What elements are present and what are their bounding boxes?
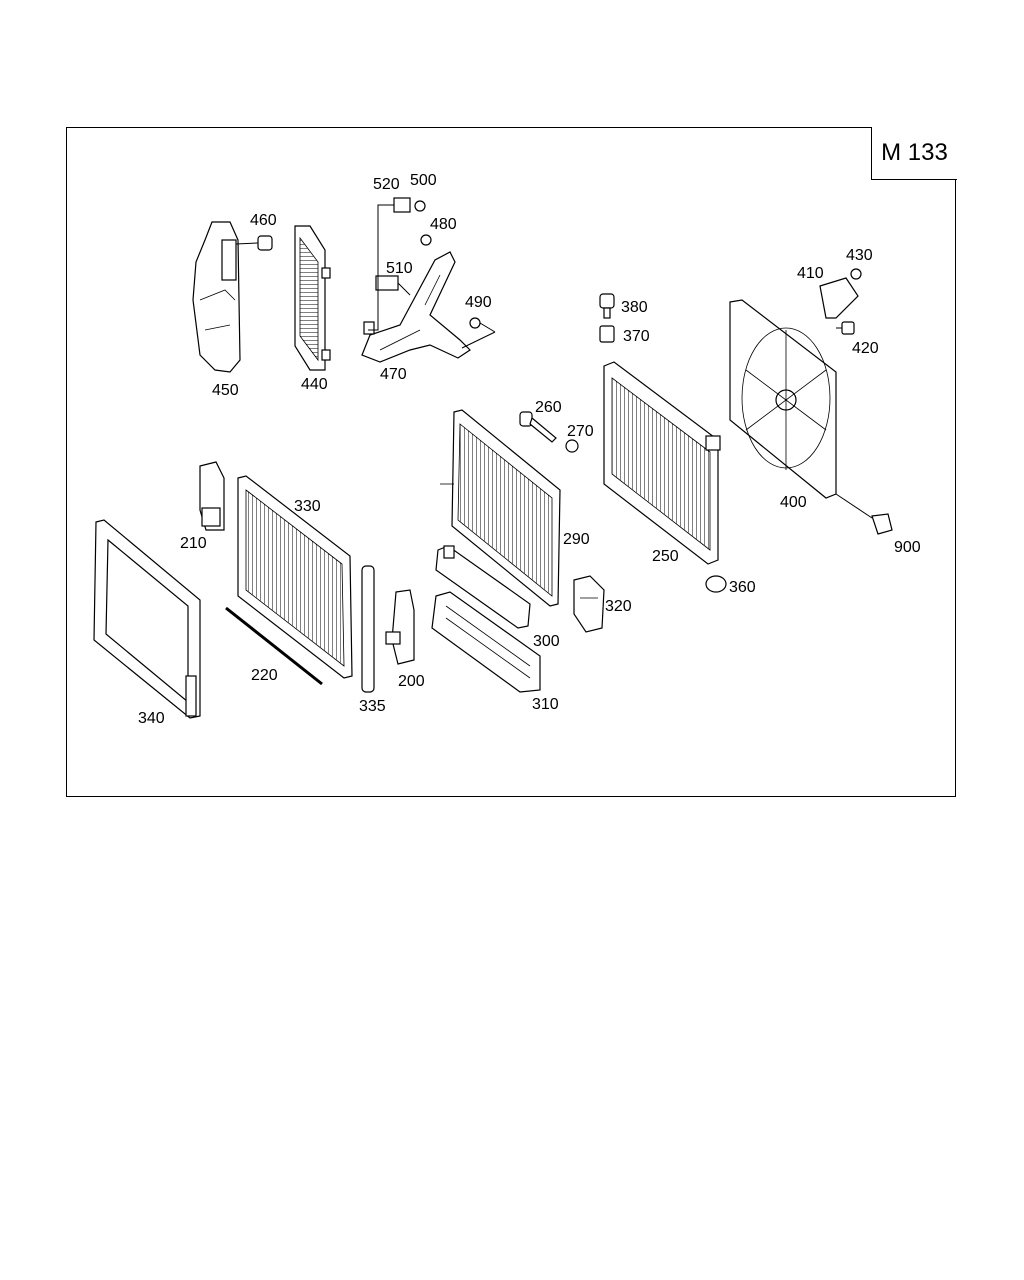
part-300-cooler — [435, 545, 531, 629]
part-270-washer — [565, 439, 579, 453]
part-440-cooler — [294, 225, 331, 371]
callout-340: 340 — [138, 710, 165, 727]
callout-480: 480 — [430, 216, 457, 233]
callout-470: 470 — [380, 366, 407, 383]
part-335-tube — [361, 565, 375, 693]
callout-290: 290 — [563, 531, 590, 548]
part-470-bracket — [361, 251, 471, 363]
part-420-bolt — [836, 321, 855, 335]
part-450-expansion-tank — [192, 221, 241, 373]
callout-490: 490 — [465, 294, 492, 311]
callout-220: 220 — [251, 667, 278, 684]
part-510-sensor — [375, 275, 411, 296]
callout-460: 460 — [250, 212, 277, 229]
callout-380: 380 — [621, 299, 648, 316]
part-520-500-fasteners — [368, 197, 426, 331]
part-200-duct — [385, 589, 415, 665]
part-330-condenser — [237, 475, 353, 679]
callout-450: 450 — [212, 382, 239, 399]
diagram-frame — [66, 127, 956, 797]
callout-360: 360 — [729, 579, 756, 596]
callout-330: 330 — [294, 498, 321, 515]
callout-260: 260 — [535, 399, 562, 416]
section-code: M 133 — [871, 127, 957, 180]
callout-200: 200 — [398, 673, 425, 690]
callout-250: 250 — [652, 548, 679, 565]
callout-420: 420 — [852, 340, 879, 357]
callout-410: 410 — [797, 265, 824, 282]
part-290-radiator — [440, 409, 561, 607]
callout-300: 300 — [533, 633, 560, 650]
part-400-fan-shroud — [729, 299, 837, 499]
callout-310: 310 — [532, 696, 559, 713]
part-220-strip — [225, 606, 323, 686]
part-250-radiator — [603, 361, 721, 565]
part-310-shroud — [431, 591, 541, 693]
part-430-ring — [850, 268, 862, 280]
part-900-label — [835, 493, 893, 535]
part-490-screw — [461, 317, 496, 349]
part-340-frame — [93, 519, 201, 719]
callout-335: 335 — [359, 698, 386, 715]
callout-520: 520 — [373, 176, 400, 193]
callout-500: 500 — [410, 172, 437, 189]
callout-320: 320 — [605, 598, 632, 615]
part-260-filler-neck — [519, 411, 557, 443]
callout-440: 440 — [301, 376, 328, 393]
callout-400: 400 — [780, 494, 807, 511]
part-370-mount — [599, 325, 615, 343]
part-210-duct — [199, 461, 225, 531]
part-360-grommet — [705, 575, 727, 593]
callout-210: 210 — [180, 535, 207, 552]
callout-430: 430 — [846, 247, 873, 264]
part-410-bracket — [819, 277, 859, 319]
callout-270: 270 — [567, 423, 594, 440]
part-380-bolt — [599, 293, 615, 319]
callout-510: 510 — [386, 260, 413, 277]
part-480-clip — [420, 234, 432, 246]
callout-900: 900 — [894, 539, 921, 556]
part-320-bracket — [573, 575, 605, 633]
callout-370: 370 — [623, 328, 650, 345]
part-460-cap — [235, 235, 273, 251]
